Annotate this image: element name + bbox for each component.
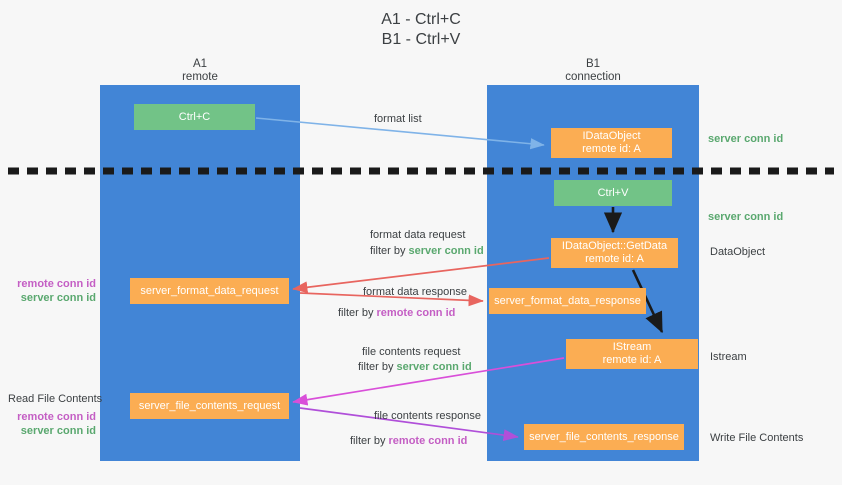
annotation-server-conn-id-1: server conn id xyxy=(20,292,96,304)
node-idataobject-label: IDataObject xyxy=(582,130,641,142)
node-getdata-remote-id: remote id: A xyxy=(585,253,644,265)
node-server-file-contents-request[interactable]: server_file_contents_request xyxy=(130,393,289,419)
column-header-a1-role: remote xyxy=(182,71,218,83)
filter-prefix-3: filter by xyxy=(358,361,397,373)
annotation-dataobject: DataObject xyxy=(710,246,766,258)
node-ctrl-v-label: Ctrl+V xyxy=(597,186,629,199)
node-ctrl-v[interactable]: Ctrl+V xyxy=(554,180,672,206)
filter-value-remote-conn-id-2: remote conn id xyxy=(388,435,468,447)
annotation-read-file-contents: Read File Contents xyxy=(8,393,103,405)
edge-label-format-data-request: format data request xyxy=(370,229,466,241)
edge-label-format-list: format list xyxy=(374,113,422,125)
edge-label-format-data-response-filter: filter by remote conn id xyxy=(338,306,455,321)
page-title: A1 - Ctrl+C B1 - Ctrl+V xyxy=(0,10,842,50)
node-server-file-contents-request-label: server_file_contents_request xyxy=(138,399,281,412)
annotation-remote-conn-id-2: remote conn id xyxy=(17,411,96,423)
node-server-format-data-response[interactable]: server_format_data_response xyxy=(489,288,646,314)
annotation-server-conn-id-2: server conn id xyxy=(20,425,96,437)
node-server-file-contents-response[interactable]: server_file_contents_response xyxy=(524,424,684,450)
annotation-istream: Istream xyxy=(710,351,747,363)
filter-prefix-2: filter by xyxy=(338,307,377,319)
node-idataobject-remote-id: remote id: A xyxy=(582,143,641,155)
node-ctrl-c[interactable]: Ctrl+C xyxy=(134,104,255,130)
node-istream-remote-id: remote id: A xyxy=(602,354,662,366)
node-getdata-label: IDataObject::GetData xyxy=(561,240,668,252)
column-header-b1-role: connection xyxy=(565,71,621,83)
title-line-2: B1 - Ctrl+V xyxy=(381,31,461,48)
column-header-a1: A1 remote xyxy=(100,58,300,84)
column-header-b1-name: B1 xyxy=(585,58,601,70)
annotation-left-conn-ids-1: remote conn id server conn id xyxy=(8,277,96,305)
annotation-left-conn-ids-2: remote conn id server conn id xyxy=(8,410,96,438)
column-header-b1: B1 connection xyxy=(487,58,699,84)
edge-label-format-data-request-filter: filter by server conn id xyxy=(370,244,484,259)
node-istream-label: IStream xyxy=(612,341,652,353)
edge-label-file-contents-response-filter: filter by remote conn id xyxy=(350,434,467,449)
node-idataobject-getdata[interactable]: IDataObject::GetData remote id: A xyxy=(551,238,678,268)
filter-value-remote-conn-id-1: remote conn id xyxy=(376,307,456,319)
edge-label-file-contents-request-filter: filter by server conn id xyxy=(358,360,472,375)
edge-label-format-data-response: format data response xyxy=(363,286,467,298)
annotation-write-file-contents: Write File Contents xyxy=(710,432,804,444)
filter-value-server-conn-id-1: server conn id xyxy=(408,245,484,257)
edge-label-file-contents-response: file contents response xyxy=(374,410,482,422)
title-line-1: A1 - Ctrl+C xyxy=(381,11,461,28)
filter-prefix-1: filter by xyxy=(370,245,409,257)
node-server-format-data-request-label: server_format_data_request xyxy=(140,284,279,297)
node-istream[interactable]: IStream remote id: A xyxy=(566,339,698,369)
node-ctrl-c-label: Ctrl+C xyxy=(178,110,211,123)
node-server-format-data-response-label: server_format_data_response xyxy=(494,294,641,307)
filter-prefix-4: filter by xyxy=(350,435,389,447)
annotation-server-conn-id-top: server conn id xyxy=(708,133,784,145)
filter-value-server-conn-id-2: server conn id xyxy=(396,361,472,373)
node-server-format-data-request[interactable]: server_format_data_request xyxy=(130,278,289,304)
annotation-server-conn-id-mid: server conn id xyxy=(708,211,784,223)
edge-label-file-contents-request: file contents request xyxy=(362,346,461,358)
node-server-file-contents-response-label: server_file_contents_response xyxy=(529,430,679,443)
annotation-remote-conn-id-1: remote conn id xyxy=(17,278,96,290)
node-idataobject[interactable]: IDataObject remote id: A xyxy=(551,128,672,158)
column-header-a1-name: A1 xyxy=(192,58,208,70)
